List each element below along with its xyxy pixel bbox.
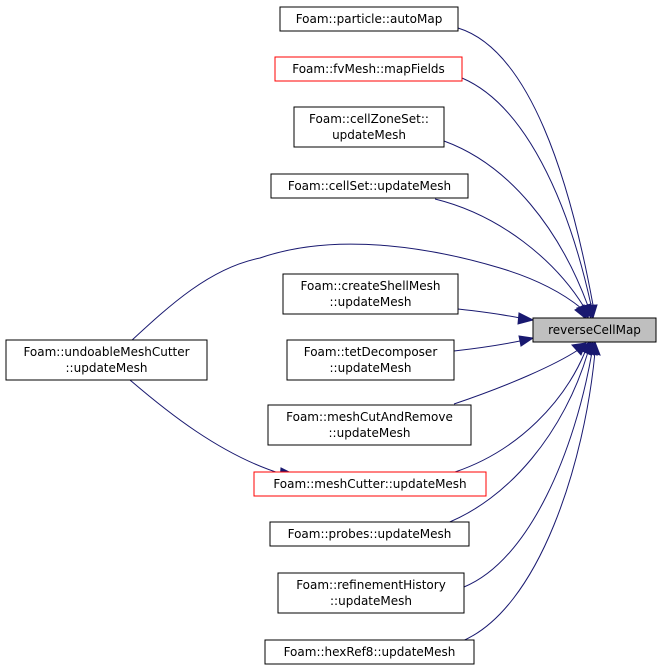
node-label: reverseCellMap	[548, 323, 641, 337]
node-reverse-cell-map[interactable]: reverseCellMap	[532, 317, 657, 343]
node-meshcutter-updatemesh[interactable]: Foam::meshCutter::updateMesh	[253, 471, 487, 497]
edge-hexref8-updatemesh	[459, 351, 596, 643]
node-label: Foam::meshCutAndRemove	[286, 410, 453, 424]
node-cellzoneset-updatemesh[interactable]: Foam::cellZoneSet:: updateMesh	[293, 106, 445, 148]
node-label: Foam::cellZoneSet::	[309, 112, 429, 126]
node-refinementhistory-updatemesh[interactable]: Foam::refinementHistory ::updateMesh	[277, 572, 465, 614]
node-probes-updatemesh[interactable]: Foam::probes::updateMesh	[269, 521, 470, 547]
node-label: ::updateMesh	[329, 426, 411, 440]
node-label: Foam::fvMesh::mapFields	[292, 62, 445, 76]
edges	[129, 27, 601, 643]
edge-meshcutandremove-updatemesh	[453, 349, 579, 405]
edge-meshcutter-updatemesh	[454, 351, 586, 473]
node-label: Foam::cellSet::updateMesh	[288, 179, 451, 193]
edge-refinementhistory-updatemesh	[463, 351, 593, 588]
node-label: Foam::refinementHistory	[296, 578, 446, 592]
node-label: updateMesh	[332, 128, 406, 142]
edge-undoable-to-target	[129, 243, 582, 343]
node-label: Foam::particle::autoMap	[296, 12, 443, 26]
edge-particle-automap	[457, 27, 594, 306]
arrowhead	[517, 312, 535, 325]
node-createshellmesh-updatemesh[interactable]: Foam::createShellMesh ::updateMesh	[282, 273, 459, 315]
node-tetdecomposer-updatemesh[interactable]: Foam::tetDecomposer ::updateMesh	[286, 339, 455, 381]
node-hexref8-updatemesh[interactable]: Foam::hexRef8::updateMesh	[264, 639, 475, 665]
arrowhead	[574, 304, 586, 320]
node-label: ::updateMesh	[330, 295, 412, 309]
edge-createshellmesh-updatemesh	[457, 308, 521, 319]
arrowhead	[518, 335, 535, 347]
node-meshcutandremove-updatemesh[interactable]: Foam::meshCutAndRemove ::updateMesh	[267, 404, 472, 446]
edge-undoable-to-meshcutter	[129, 379, 283, 475]
edge-cellzoneset-updatemesh	[443, 140, 589, 307]
node-label: Foam::meshCutter::updateMesh	[273, 477, 466, 491]
node-label: Foam::tetDecomposer	[304, 345, 438, 359]
node-cellset-updatemesh[interactable]: Foam::cellSet::updateMesh	[270, 173, 469, 199]
node-particle-automap[interactable]: Foam::particle::autoMap	[279, 6, 459, 32]
edge-cellset-updatemesh	[434, 198, 585, 308]
node-label: ::updateMesh	[330, 361, 412, 375]
edge-probes-updatemesh	[441, 351, 589, 526]
node-label: Foam::probes::updateMesh	[288, 527, 452, 541]
edge-tetdecomposer-updatemesh	[453, 340, 521, 352]
node-label: Foam::hexRef8::updateMesh	[284, 645, 456, 659]
node-label: ::updateMesh	[330, 594, 412, 608]
node-undoablemeshcutter-updatemesh[interactable]: Foam::undoableMeshCutter ::updateMesh	[5, 339, 208, 381]
node-label: Foam::createShellMesh	[301, 279, 441, 293]
nodes: reverseCellMap Foam::particle::autoMap F…	[5, 6, 657, 665]
node-label: ::updateMesh	[66, 361, 148, 375]
node-fvmesh-mapfields[interactable]: Foam::fvMesh::mapFields	[274, 56, 463, 82]
arrowhead	[588, 340, 601, 356]
node-label: Foam::undoableMeshCutter	[23, 345, 189, 359]
edge-fvmesh-mapfields	[461, 77, 592, 306]
